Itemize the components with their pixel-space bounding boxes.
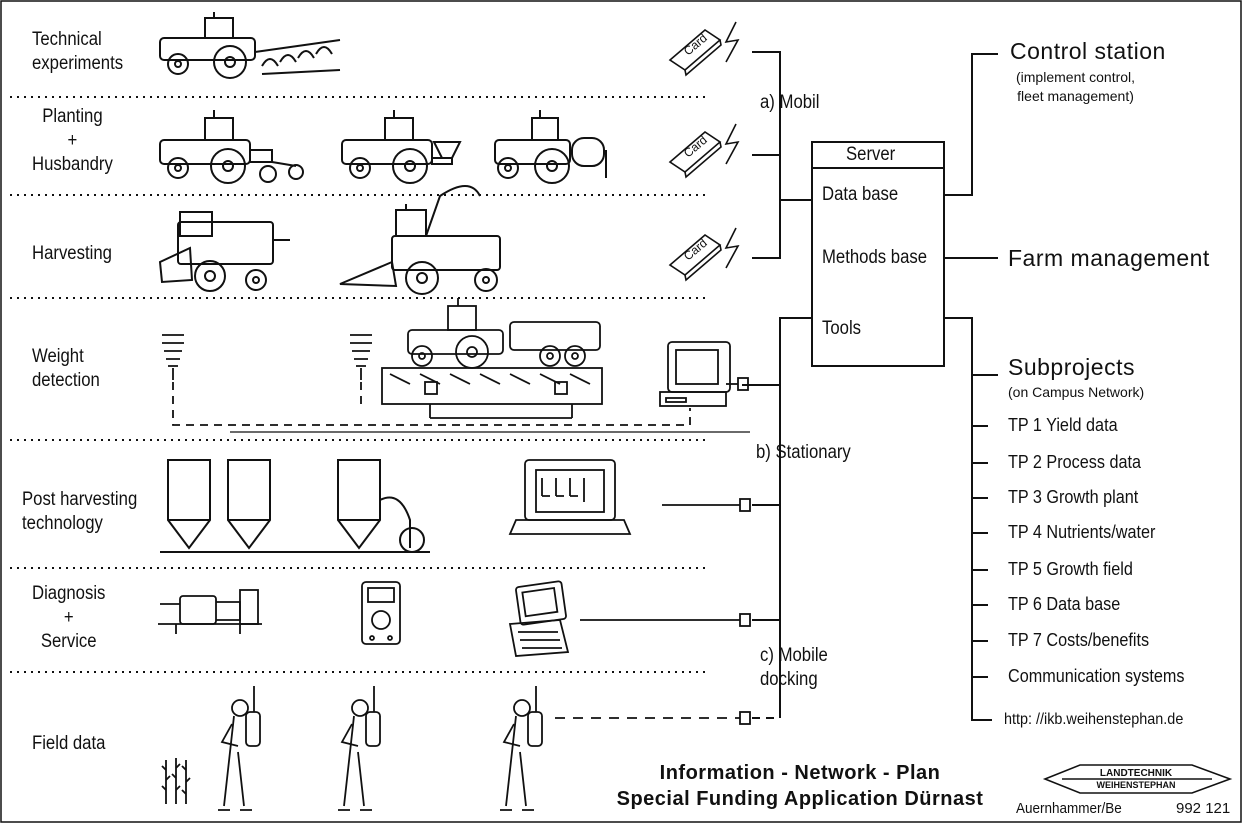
label-diagnosis-service: Diagnosis + Service — [32, 583, 106, 652]
tractor-seeder-icon — [159, 110, 304, 184]
subproject-item-2: TP 2 Process data — [1008, 452, 1141, 472]
logo-line-1: LANDTECHNIK — [1100, 768, 1173, 779]
signal-icon-1 — [724, 21, 740, 63]
portable-computer-icon — [508, 580, 570, 657]
antenna-icon-2 — [350, 334, 372, 380]
tractor-spreader-icon — [341, 110, 462, 184]
field-worker-icon-2 — [338, 686, 381, 811]
silo-icons — [160, 459, 430, 553]
card-label-3: Card — [681, 236, 710, 263]
card-icon-2 — [668, 130, 722, 179]
forage-harvester-icon — [339, 185, 501, 295]
docking-connector-1 — [726, 377, 749, 391]
footer-author: Auernhammer/Be — [1016, 800, 1122, 817]
footer-title-line-2: Special Funding Application Dürnast — [616, 788, 984, 810]
card-icon-1 — [668, 28, 722, 77]
signal-icon-3 — [724, 227, 740, 269]
landtechnik-logo — [1042, 764, 1233, 794]
label-post-harvesting: Post harvesting technology — [22, 489, 138, 534]
subprojects-title: Subprojects — [1008, 354, 1135, 380]
field-worker-icon-3 — [500, 686, 543, 811]
label-planting-husbandry: Planting + Husbandry — [32, 106, 113, 175]
subprojects-url: http: //ikb.weihenstephan.de — [1004, 711, 1184, 728]
card-icon-3 — [668, 233, 722, 282]
antenna-cable — [172, 382, 691, 426]
label-technical-experiments: Technical experiments — [32, 29, 124, 74]
subproject-item-6: TP 6 Data base — [1008, 594, 1121, 614]
card-label-2: Card — [681, 133, 710, 160]
field-worker-icon-1 — [218, 686, 261, 811]
mobil-bracket — [752, 51, 812, 259]
farm-management: Farm management — [1008, 245, 1210, 271]
label-mobil: a) Mobil — [760, 92, 820, 113]
server-tools: Tools — [822, 318, 862, 339]
row-separators — [10, 96, 708, 673]
tractor-plough-icon — [159, 12, 341, 79]
docking-connector-4 — [555, 711, 751, 725]
subprojects-subtitle: (on Campus Network) — [1008, 384, 1145, 400]
label-mobile-docking: c) Mobile docking — [760, 645, 828, 690]
docking-connector-2 — [662, 498, 751, 512]
label-field-data: Field data — [32, 733, 106, 754]
footer-title-line-1: Information - Network - Plan — [659, 762, 941, 784]
process-control-terminal-icon — [508, 459, 632, 535]
combine-harvester-icon — [158, 211, 290, 292]
control-station-title: Control station — [1010, 38, 1166, 64]
docking-connector-3 — [580, 613, 751, 627]
subproject-item-5: TP 5 Growth field — [1008, 559, 1133, 579]
logo-line-2: WEIHENSTEPHAN — [1096, 780, 1175, 790]
tractor-sprayer-icon — [494, 110, 607, 184]
subproject-item-4: TP 4 Nutrients/water — [1008, 522, 1156, 542]
subprojects-trunk — [944, 317, 992, 721]
subproject-item-1: TP 1 Yield data — [1008, 415, 1118, 435]
desktop-computer-icon — [659, 341, 731, 407]
label-weight-detection: Weight detection — [32, 346, 100, 391]
multimeter-icon — [361, 581, 401, 645]
server-data-base: Data base — [822, 184, 899, 205]
subproject-item-3: TP 3 Growth plant — [1008, 487, 1139, 507]
control-station-link — [944, 53, 998, 196]
subproject-item-8: Communication systems — [1008, 666, 1185, 686]
test-bench-icon — [158, 589, 262, 634]
card-label-1: Card — [681, 31, 710, 58]
plants-icon — [161, 758, 191, 804]
server-box — [811, 141, 945, 367]
subproject-ticks — [972, 425, 988, 678]
weighbridge-icon — [381, 367, 603, 419]
subproject-item-7: TP 7 Costs/benefits — [1008, 630, 1150, 650]
control-station-subtitle: (implement control, fleet management) — [1016, 69, 1136, 104]
label-harvesting: Harvesting — [32, 243, 112, 264]
weight-detection-icons — [162, 298, 750, 433]
card-transmitters — [668, 21, 740, 282]
signal-icon-2 — [724, 123, 740, 165]
antenna-icon-1 — [162, 334, 184, 380]
label-stationary: b) Stationary — [756, 442, 851, 463]
server-header: Server — [846, 144, 896, 165]
tractor-trailer-icon — [407, 298, 601, 369]
server-methods-base: Methods base — [822, 247, 928, 268]
footer-number: 992 121 — [1176, 800, 1231, 817]
